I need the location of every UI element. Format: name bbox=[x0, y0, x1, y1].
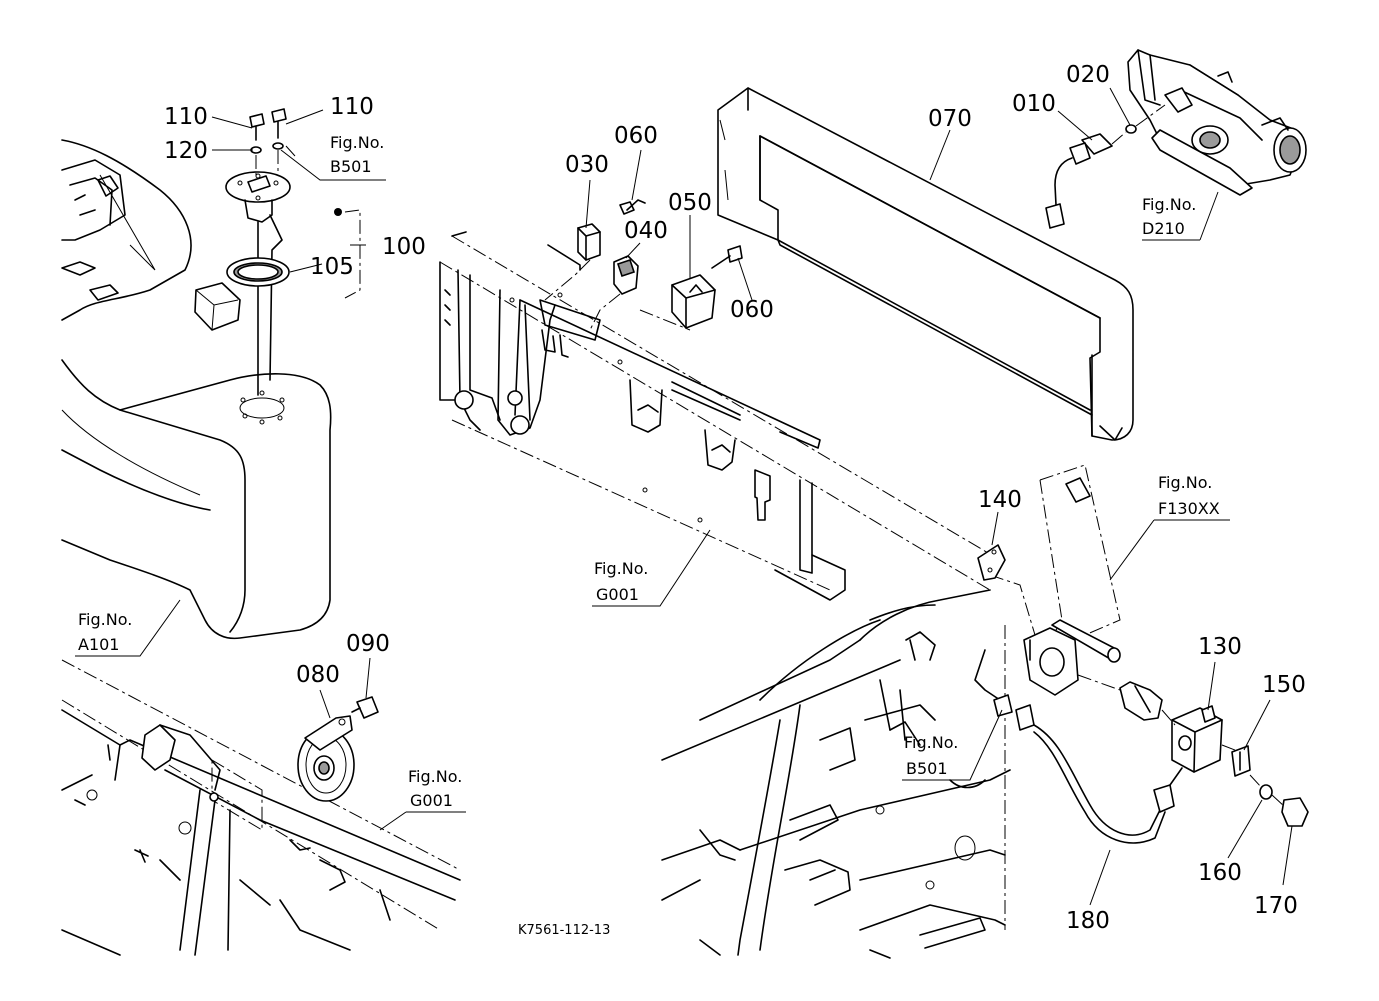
figref-f130xx-label: Fig.No. bbox=[1158, 473, 1212, 492]
frame-beam bbox=[439, 231, 1001, 601]
horn-080 bbox=[297, 696, 379, 802]
lower-right-frame bbox=[661, 589, 1011, 959]
figref-f130xx-ref: F130XX bbox=[1158, 499, 1220, 518]
callout-105: 105 bbox=[310, 254, 354, 280]
relay-parts bbox=[544, 199, 743, 331]
figref-g001-bottom-label: Fig.No. bbox=[408, 767, 462, 786]
figref-g001-center-ref: G001 bbox=[596, 585, 639, 604]
callout-020: 020 bbox=[1066, 62, 1110, 88]
figref-b501-bottom-ref: B501 bbox=[906, 759, 948, 778]
callout-130: 130 bbox=[1198, 634, 1242, 660]
callout-090: 090 bbox=[346, 631, 390, 657]
callout-040: 040 bbox=[624, 218, 668, 244]
figure-references: Fig.No. B501 Fig.No. D210 Fig.No. G001 F… bbox=[78, 133, 1220, 810]
callout-170: 170 bbox=[1254, 893, 1298, 919]
figref-g001-bottom-ref: G001 bbox=[410, 791, 453, 810]
callout-070: 070 bbox=[928, 106, 972, 132]
fuel-tank bbox=[61, 139, 332, 640]
figref-d210-ref: D210 bbox=[1142, 219, 1185, 238]
callout-080: 080 bbox=[296, 662, 340, 688]
callout-150: 150 bbox=[1262, 672, 1306, 698]
callout-160: 160 bbox=[1198, 860, 1242, 886]
callout-180: 180 bbox=[1066, 908, 1110, 934]
fuel-sender-assembly bbox=[225, 108, 361, 396]
callout-010: 010 bbox=[1012, 91, 1056, 117]
drawing-code: K7561-112-13 bbox=[518, 923, 610, 938]
callout-060-a: 060 bbox=[614, 123, 658, 149]
sensor-assembly bbox=[1045, 49, 1307, 229]
callout-050: 050 bbox=[668, 190, 712, 216]
lower-left-frame bbox=[61, 659, 461, 956]
figref-a101-label: Fig.No. bbox=[78, 610, 132, 629]
figref-a101-ref: A101 bbox=[78, 635, 119, 654]
figref-b501-bottom-label: Fig.No. bbox=[904, 733, 958, 752]
callout-060-b: 060 bbox=[730, 297, 774, 323]
cover-070 bbox=[717, 87, 1134, 441]
callout-140: 140 bbox=[978, 487, 1022, 513]
callout-100: 100 bbox=[382, 234, 426, 260]
callout-120: 120 bbox=[164, 138, 208, 164]
leader-lines bbox=[75, 87, 1293, 906]
figref-d210-label: Fig.No. bbox=[1142, 195, 1196, 214]
callout-110-a: 110 bbox=[164, 104, 208, 130]
figref-b501-top-ref: B501 bbox=[330, 157, 372, 176]
figref-b501-top-label: Fig.No. bbox=[330, 133, 384, 152]
callout-030: 030 bbox=[565, 152, 609, 178]
callouts: 010 020 030 040 050 060 060 070 080 090 … bbox=[164, 62, 1306, 934]
bracket-assembly bbox=[974, 464, 1309, 844]
figref-g001-center-label: Fig.No. bbox=[594, 559, 648, 578]
callout-110-b: 110 bbox=[330, 94, 374, 120]
